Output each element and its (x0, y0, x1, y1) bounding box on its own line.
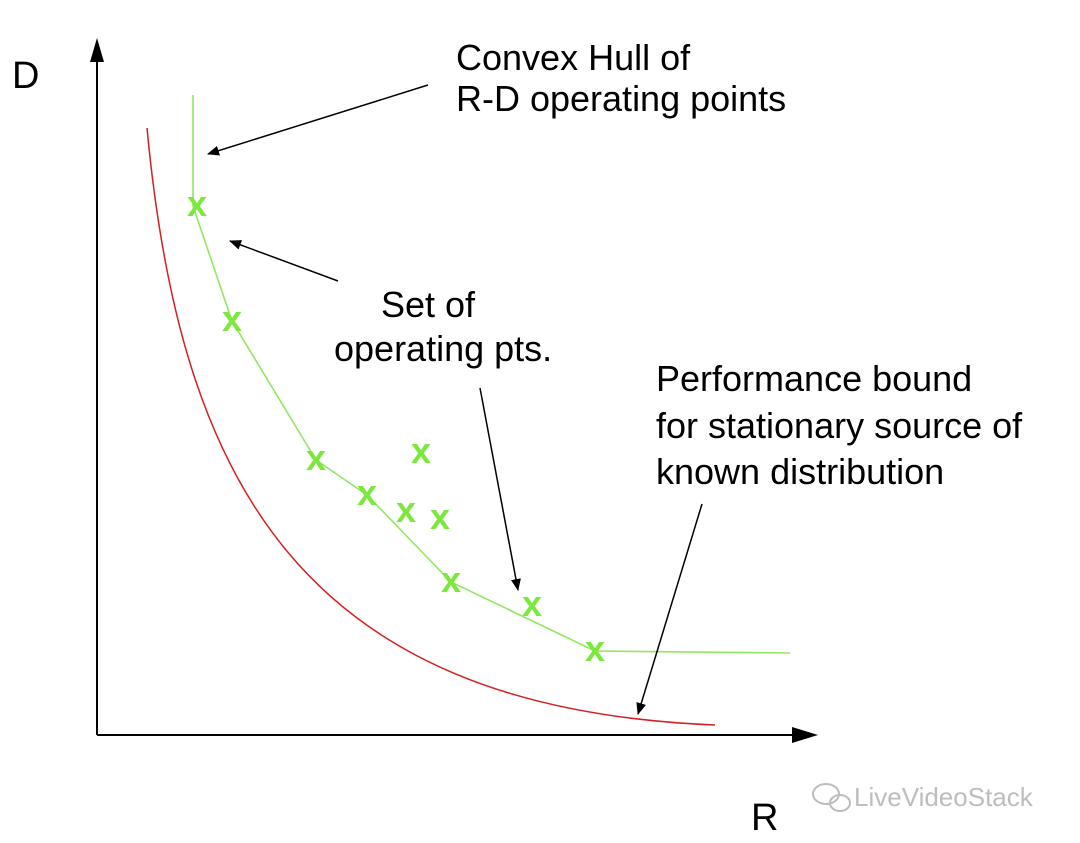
performance-bound-label-line-1: Performance bound (656, 358, 972, 399)
axes (90, 38, 818, 743)
operating-points: x x x x x x x x x x (187, 183, 605, 669)
operating-set-annotation: Set of operating pts. (229, 240, 552, 591)
x-axis-label: R (751, 797, 778, 839)
y-axis-label: D (12, 55, 39, 97)
operating-point-marker: x (306, 437, 326, 478)
performance-bound-label-line-3: known distribution (656, 451, 944, 492)
convex-hull-label-line-2: R-D operating points (456, 78, 786, 119)
operating-point-marker: x (187, 183, 207, 224)
convex-hull-label-line-1: Convex Hull of (456, 37, 691, 78)
operating-set-arrow-upper (229, 240, 339, 282)
operating-point-marker: x (430, 496, 450, 537)
convex-hull-annotation: Convex Hull of R-D operating points (207, 37, 786, 156)
performance-bound-label-line-2: for stationary source of (656, 405, 1023, 446)
wechat-icon (812, 783, 851, 812)
operating-point-marker: x (585, 628, 605, 669)
performance-bound-arrow (636, 503, 703, 715)
operating-point-marker: x (522, 583, 542, 624)
operating-point-marker: x (222, 298, 242, 339)
watermark: LiveVideoStack (812, 782, 1034, 812)
operating-point-marker: x (441, 559, 461, 600)
x-axis-arrowhead (792, 727, 818, 743)
operating-point-marker: x (411, 430, 431, 471)
performance-bound-curve (146, 127, 716, 726)
performance-bound-annotation: Performance bound for stationary source … (636, 358, 1023, 715)
convex-hull-arrow (207, 84, 429, 156)
operating-set-label-line-1: Set of (381, 284, 476, 325)
operating-set-label-line-2: operating pts. (334, 328, 552, 369)
operating-point-marker: x (357, 472, 377, 513)
watermark-text: LiveVideoStack (854, 782, 1034, 812)
y-axis-arrowhead (90, 38, 104, 62)
convex-hull-line (192, 95, 791, 654)
operating-set-arrow-lower (479, 387, 521, 591)
operating-point-marker: x (396, 489, 416, 530)
